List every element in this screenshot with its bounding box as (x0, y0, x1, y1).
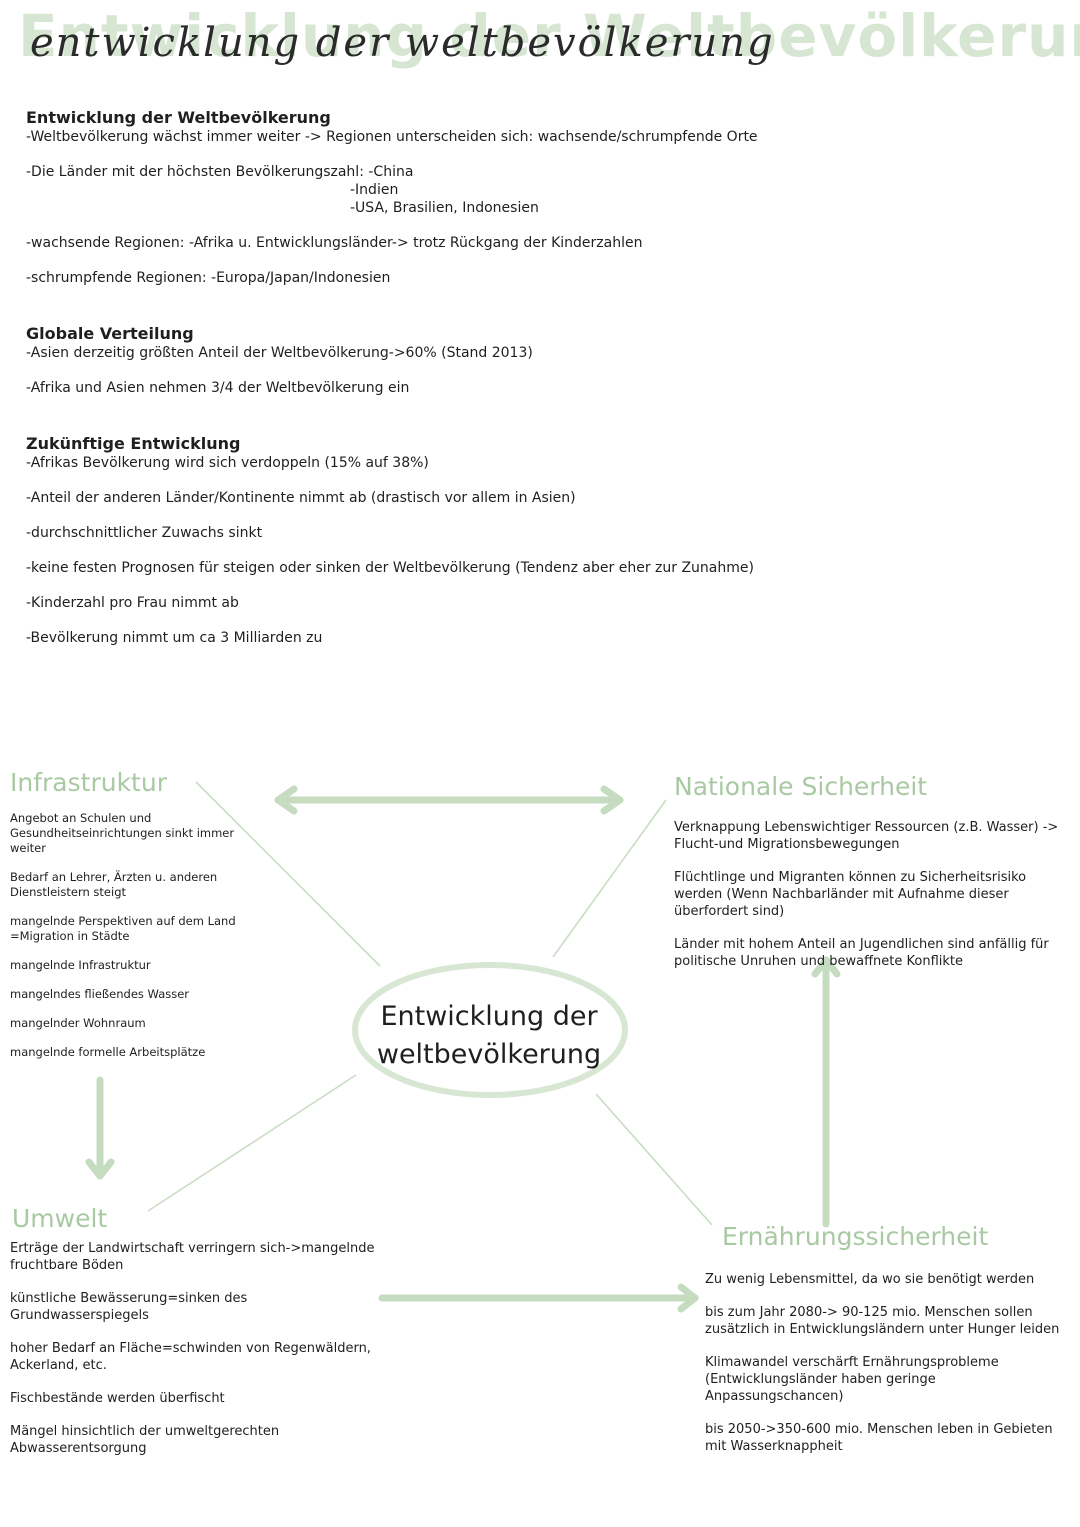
notes-line: -Indien (350, 182, 399, 198)
connector-umwelt (147, 1074, 357, 1212)
connector-sicherheit (552, 799, 667, 958)
notes-line: -durchschnittlicher Zuwachs sinkt (26, 525, 263, 541)
arrow-right-icon (378, 1283, 699, 1313)
section-title-infrastruktur: Infrastruktur (10, 768, 167, 797)
notes-line: -keine festen Prognosen für steigen oder… (26, 560, 754, 576)
notes-line: -Weltbevölkerung wächst immer weiter -> … (26, 129, 758, 145)
list-item: mangelnde Perspektiven auf dem Land =Mig… (10, 914, 236, 943)
list-item: mangelnder Wohnraum (10, 1016, 146, 1030)
list-item: bis 2050->350-600 mio. Menschen leben in… (705, 1422, 1053, 1454)
list-item: Klimawandel verschärft Ernährungsproblem… (705, 1355, 999, 1404)
center-label-line: Entwicklung der (380, 1001, 598, 1032)
notes-line: -wachsende Regionen: -Afrika u. Entwickl… (26, 235, 643, 251)
center-label-line: weltbevölkerung (376, 1039, 602, 1070)
notes-line: -Asien derzeitig größten Anteil der Welt… (26, 345, 533, 361)
notes-line: -schrumpfende Regionen: -Europa/Japan/In… (26, 270, 391, 286)
notes-heading-1: Entwicklung der Weltbevölkerung (26, 108, 331, 127)
list-item: Zu wenig Lebensmittel, da wo sie benötig… (705, 1272, 1035, 1287)
notes-line: -Afrikas Bevölkerung wird sich verdoppel… (26, 455, 429, 471)
list-item: künstliche Bewässerung=sinken des Grundw… (10, 1291, 248, 1323)
notes-line: -Afrika und Asien nehmen 3/4 der Weltbev… (26, 380, 410, 396)
list-item: Flüchtlinge und Migranten können zu Sich… (674, 870, 1027, 919)
connector-infrastruktur (195, 781, 381, 967)
section-title-ernaehrungssicherheit: Ernährungssicherheit (722, 1222, 989, 1251)
infrastruktur-list: Angebot an Schulen und Gesundheitseinric… (10, 811, 240, 1074)
notes-heading-2: Globale Verteilung (26, 324, 194, 343)
sicherheit-list: Verknappung Lebenswichtiger Ressourcen (… (674, 819, 1070, 986)
notes-line: -USA, Brasilien, Indonesien (350, 200, 539, 216)
arrow-down-icon (85, 1076, 115, 1180)
list-item: Bedarf an Lehrer, Ärzten u. anderen Dien… (10, 870, 218, 899)
list-item: Fischbestände werden überfischt (10, 1391, 225, 1406)
list-item: bis zum Jahr 2080-> 90-125 mio. Menschen… (705, 1305, 1060, 1337)
list-item: Erträge der Landwirtschaft verringern si… (10, 1241, 375, 1273)
list-item: mangelnde Infrastruktur (10, 958, 151, 972)
section-title-nationale-sicherheit: Nationale Sicherheit (674, 772, 928, 801)
list-item: Mängel hinsichtlich der umweltgerechten … (10, 1424, 280, 1456)
center-ellipse (352, 962, 628, 1098)
connector-ernaehrung (595, 1093, 713, 1226)
list-item: Angebot an Schulen und Gesundheitseinric… (10, 811, 235, 855)
notes-line: -Anteil der anderen Länder/Kontinente ni… (26, 490, 576, 506)
center-label: Entwicklung der weltbevölkerung (358, 998, 620, 1074)
list-item: Verknappung Lebenswichtiger Ressourcen (… (674, 820, 1059, 852)
list-item: mangelnde formelle Arbeitsplätze (10, 1045, 206, 1059)
double-arrow-icon (274, 785, 624, 815)
list-item: mangelndes fließendes Wasser (10, 987, 190, 1001)
notes-line: -Kinderzahl pro Frau nimmt ab (26, 595, 239, 611)
list-item: Länder mit hohem Anteil an Jugendlichen … (674, 937, 1049, 969)
title-background: Entwicklung der Weltbevölkerung (18, 2, 1080, 70)
notes-heading-3: Zukünftige Entwicklung (26, 434, 241, 453)
title-handwritten: entwicklung der weltbevölkerung (30, 20, 775, 66)
list-item: hoher Bedarf an Fläche=schwinden von Reg… (10, 1341, 371, 1373)
notes: Entwicklung der Weltbevölkerung -Weltbev… (26, 108, 1026, 647)
section-title-umwelt: Umwelt (12, 1204, 108, 1233)
ernaehrung-list: Zu wenig Lebensmittel, da wo sie benötig… (705, 1271, 1075, 1471)
umwelt-list: Erträge der Landwirtschaft verringern si… (10, 1240, 390, 1473)
notes-line: -Bevölkerung nimmt um ca 3 Milliarden zu (26, 630, 323, 646)
arrow-up-icon (811, 956, 841, 1228)
notes-line: -Die Länder mit der höchsten Bevölkerung… (26, 164, 414, 180)
